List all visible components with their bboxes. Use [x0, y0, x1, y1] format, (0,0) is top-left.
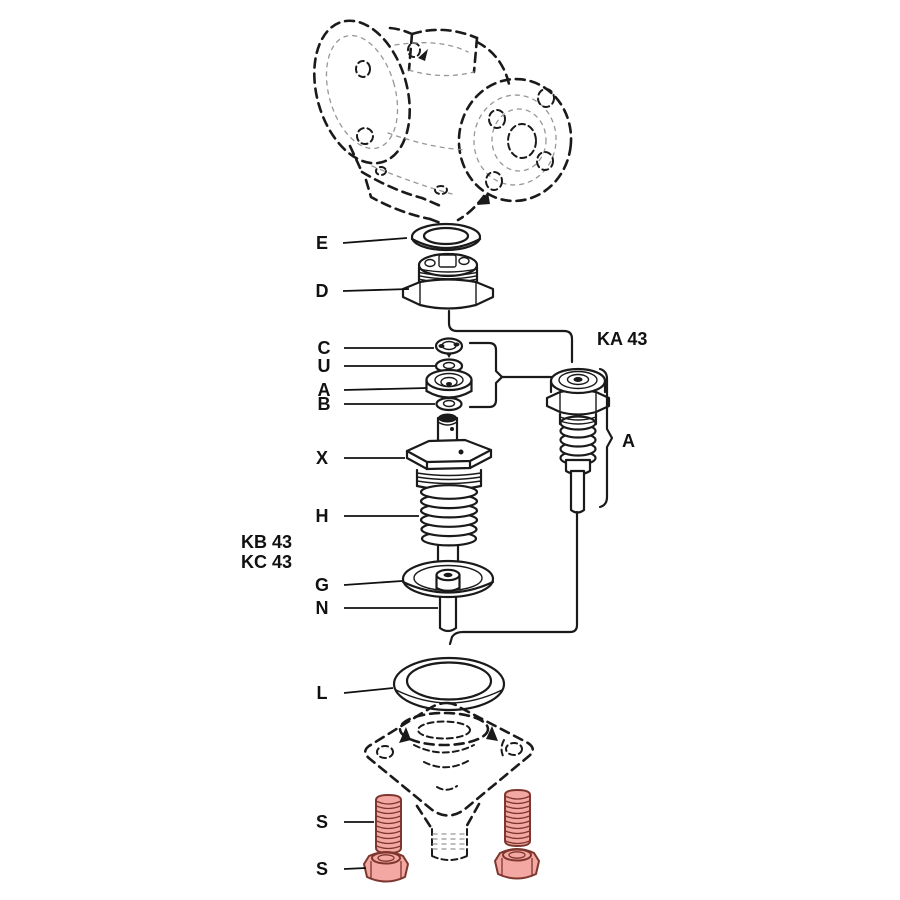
part-label-U: U [318, 356, 331, 376]
connector-ka43-to-l [448, 510, 579, 646]
part-label-A: A [318, 380, 331, 400]
nut-s-right [494, 848, 540, 880]
stud-s-right [504, 789, 531, 847]
leader-line-S [343, 867, 367, 870]
part-label-C: C [318, 338, 331, 358]
body-arrow-mark [477, 192, 490, 205]
connector-lines [447, 309, 614, 646]
bonnet-plug-d [401, 252, 495, 310]
leader-line-E [342, 237, 408, 244]
bracket-cuab [468, 341, 504, 409]
leader-line-G [343, 580, 403, 586]
pin-n [438, 592, 458, 633]
gasket-e [410, 222, 482, 252]
brace-a [598, 367, 614, 509]
assembly-label-KC-43: KC 43 [241, 552, 292, 572]
stud-position-arrow [399, 727, 411, 743]
part-label-E: E [316, 233, 328, 253]
stud-position-arrow [486, 726, 498, 741]
part-label-N: N [316, 598, 329, 618]
part-label-X: X [316, 448, 328, 468]
stud-s-left [375, 794, 402, 854]
part-label-S: S [316, 812, 328, 832]
part-label-H: H [316, 506, 329, 526]
assembly-label-A: A [622, 431, 635, 451]
nut-s-left [363, 851, 409, 883]
leader-line-A [343, 387, 428, 391]
locknut-c [434, 337, 464, 358]
body-arrow-mark [418, 49, 428, 61]
bonnet-cover-outline [363, 701, 535, 861]
part-label-D: D [316, 281, 329, 301]
valve-body-outline [312, 19, 573, 227]
part-label-B: B [318, 394, 331, 414]
leader-line-D [342, 288, 410, 292]
assembly-label-KA-43: KA 43 [597, 329, 647, 349]
bellows-h [419, 484, 479, 562]
part-label-G: G [315, 575, 329, 595]
disc-g [401, 559, 495, 599]
part-label-S: S [316, 859, 328, 879]
connector-d-to-ka43 [447, 309, 574, 364]
spring-assembly-ka43 [545, 367, 611, 514]
seat-a [425, 368, 473, 399]
leader-line-L [343, 687, 394, 694]
assembly-label-KB-43: KB 43 [241, 532, 292, 552]
adapter-x [405, 413, 493, 491]
washer-b [435, 396, 463, 412]
part-label-L: L [317, 683, 328, 703]
